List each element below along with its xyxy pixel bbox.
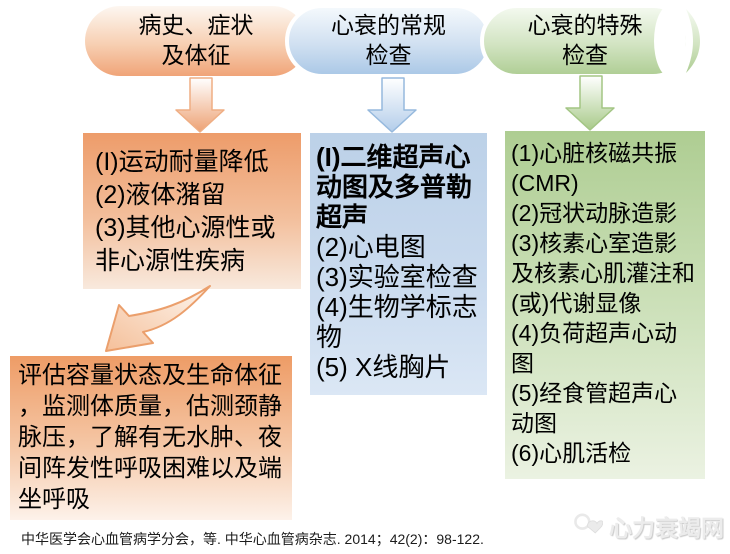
routine-items-rest: (2)心电图 (3)实验室检查 (4)生物学标志 物 (5) X线胸片 <box>316 232 478 382</box>
pill-history-shape <box>85 6 307 76</box>
assessment-box: 评估容量状态及生命体征 ，监测体质量，估测颈静 脉压，了解有无水肿、夜 间阵发性… <box>10 356 292 520</box>
down-arrow-orange-icon <box>175 77 225 133</box>
down-arrow-green-icon <box>565 75 615 131</box>
pill-special-label: 心衰的特殊 检查 <box>527 12 643 68</box>
watermark: 心力衰竭网 <box>572 505 724 547</box>
symptoms-box: (I)运动耐量降低 (2)液体潴留 (3)其他心源性或 非心源性疾病 <box>83 133 301 289</box>
curved-arrow-icon <box>105 285 211 352</box>
routine-item-1: (I)二维超声心 动图及多普勒 超声 <box>316 142 473 232</box>
pill-routine-label: 心衰的常规 检查 <box>331 12 446 68</box>
pill-special-edge-sliver <box>686 9 700 73</box>
citation-text: 中华医学会心血管病学分会，等. 中华心血管病杂志. 2014；42(2)：98-… <box>21 531 484 547</box>
special-exams-box: (1)心脏核磁共振 (CMR) (2)冠状动脉造影 (3)核素心室造影 及核素心… <box>505 131 705 479</box>
down-arrow-blue-icon <box>367 77 417 133</box>
pill-special-concave-cut <box>654 5 686 77</box>
header-shapes <box>85 4 700 133</box>
heart-site-logo-icon <box>574 513 603 534</box>
watermark-label: 心力衰竭网 <box>609 515 724 541</box>
pill-history-label: 病史、症状 及体征 <box>138 12 254 68</box>
routine-exams-box: (I)二维超声心 动图及多普勒 超声 (2)心电图 (3)实验室检查 (4)生物… <box>310 133 487 395</box>
